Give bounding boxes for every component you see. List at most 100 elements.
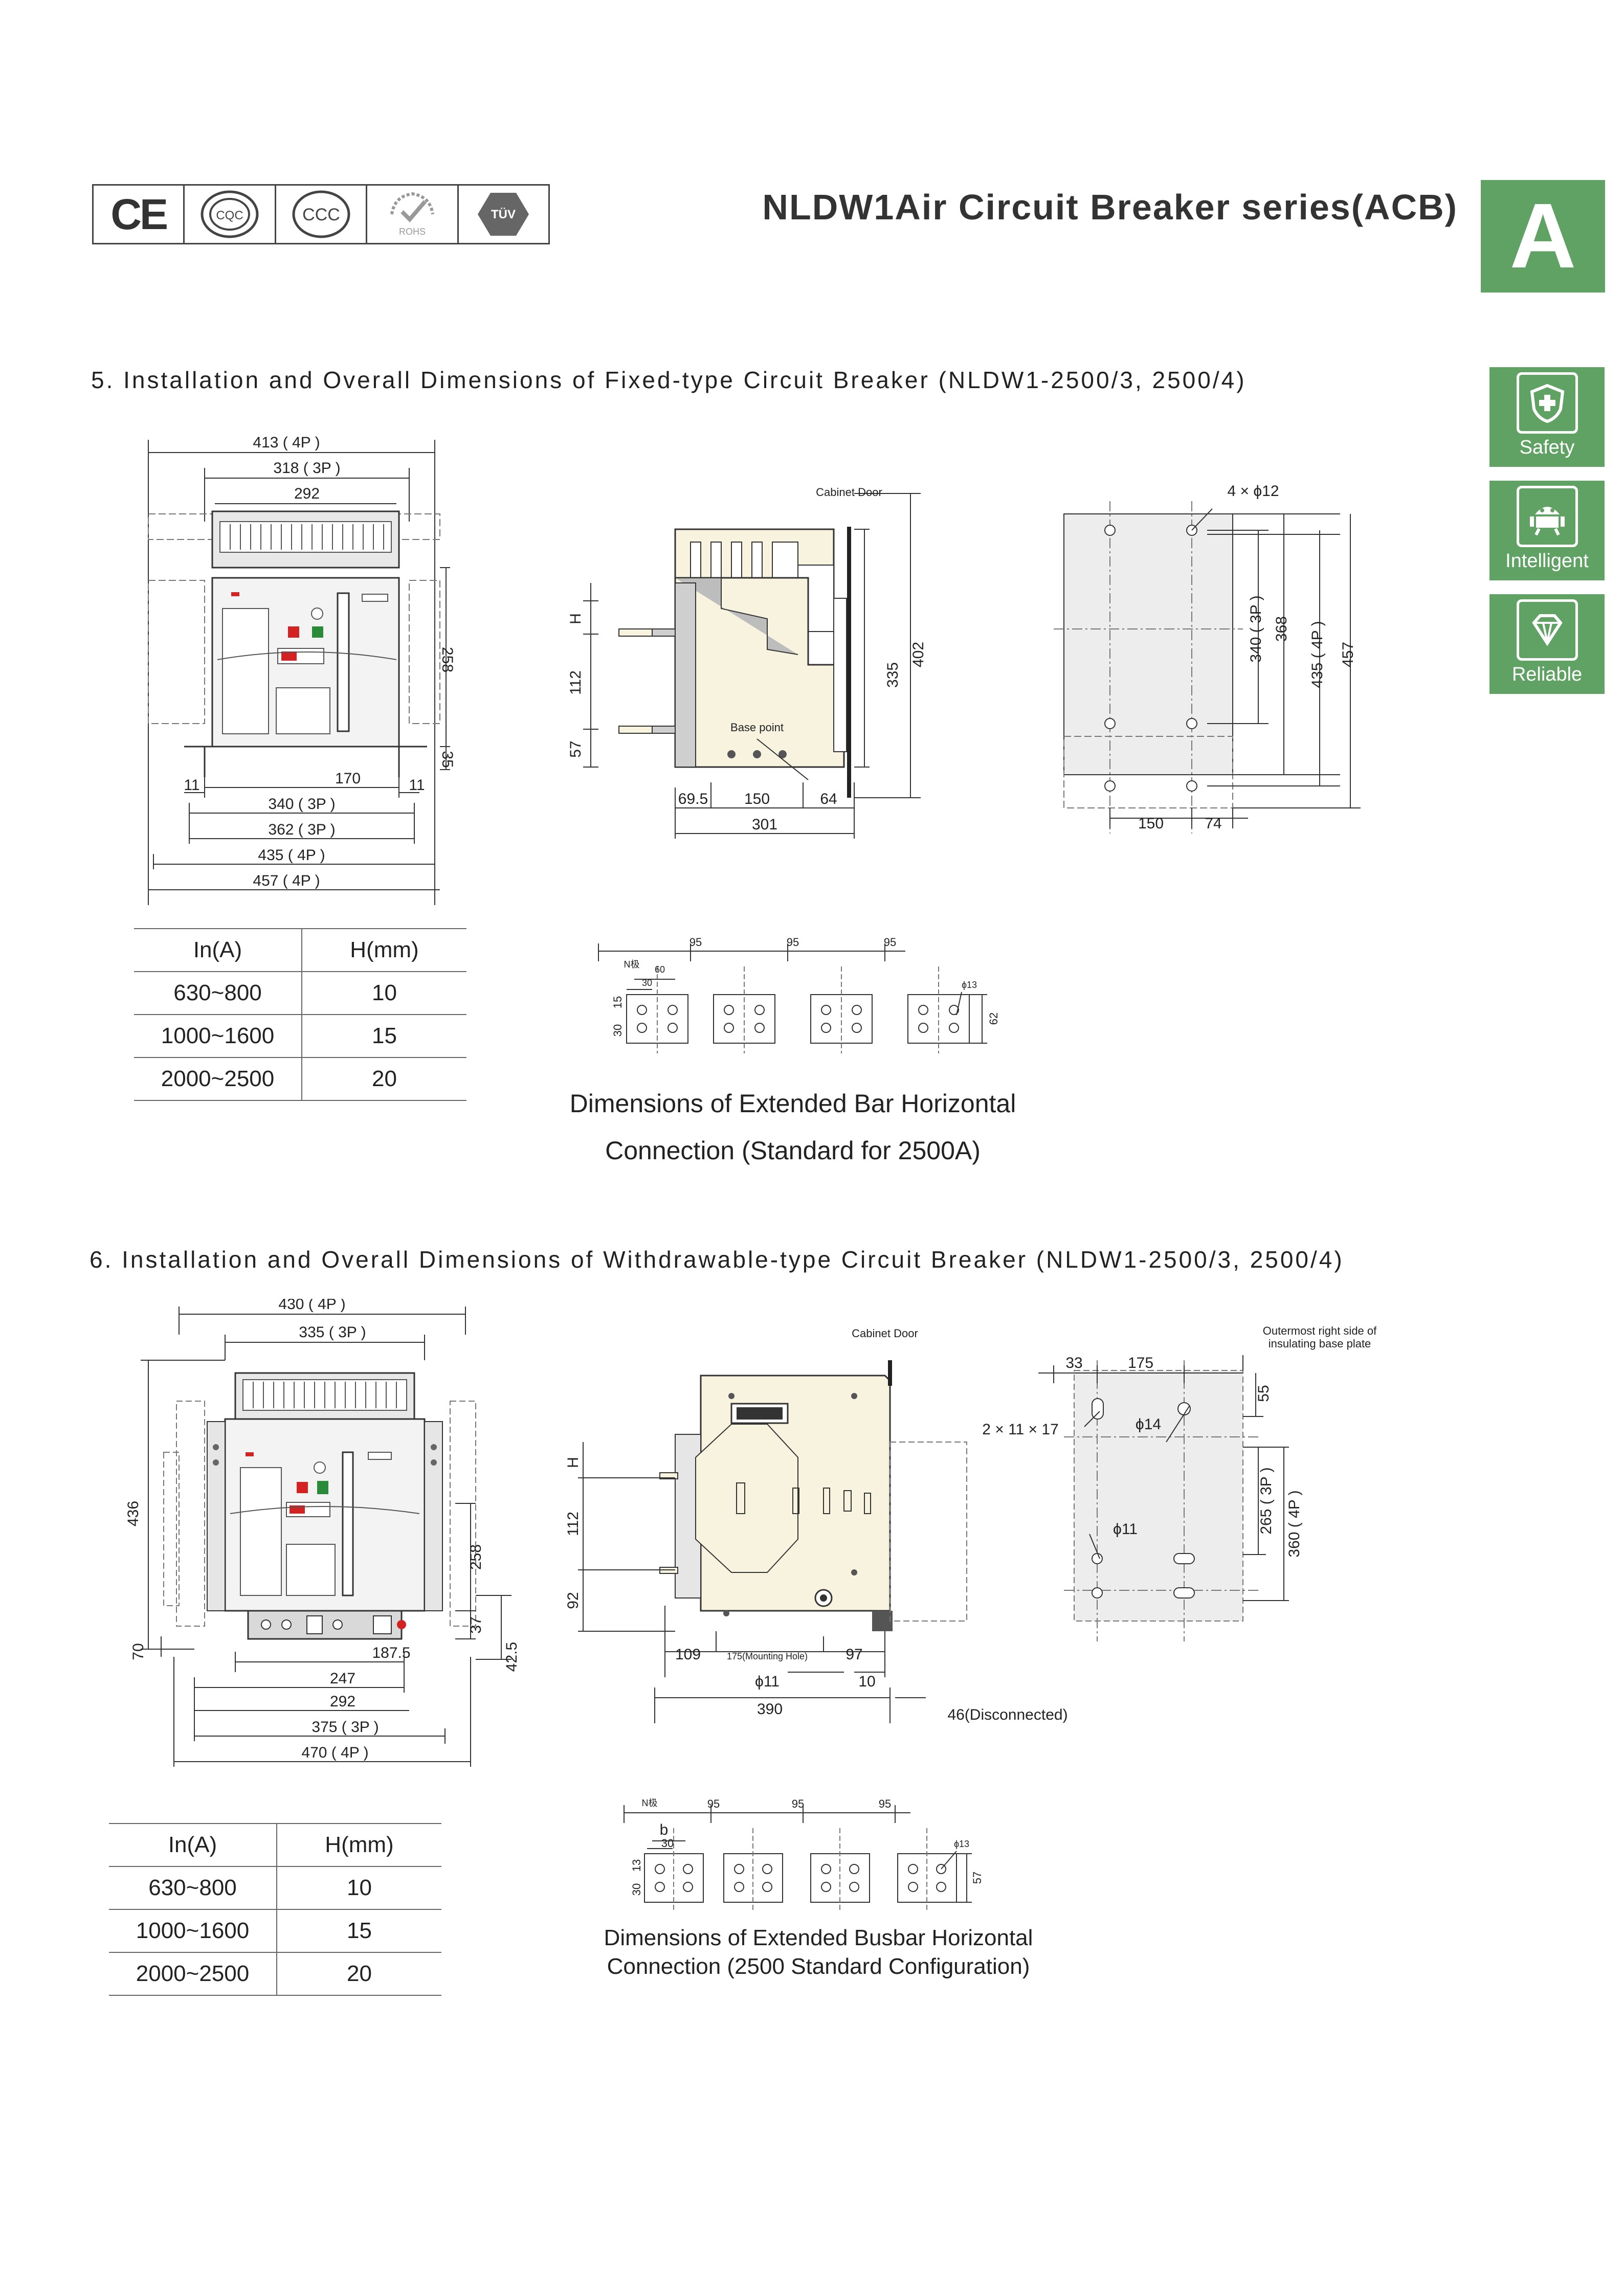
svg-text:258: 258 <box>468 1544 484 1570</box>
shield-plus-icon <box>1516 372 1578 434</box>
svg-text:402: 402 <box>910 642 927 667</box>
svg-text:95: 95 <box>707 1797 720 1810</box>
svg-text:11: 11 <box>409 777 425 794</box>
svg-text:4 × ϕ12: 4 × ϕ12 <box>1227 483 1279 500</box>
svg-text:55: 55 <box>1255 1385 1272 1402</box>
feature-label: Safety <box>1519 437 1575 458</box>
svg-text:301: 301 <box>752 816 777 833</box>
rohs-mark-icon: ROHS <box>367 186 459 243</box>
svg-text:150: 150 <box>1138 815 1164 832</box>
fixed-side-view-drawing: Cabinet Door Base point H 112 57 335 402… <box>567 486 927 839</box>
svg-text:265 ( 3P ): 265 ( 3P ) <box>1258 1467 1275 1534</box>
svg-text:57: 57 <box>567 740 584 757</box>
svg-text:10: 10 <box>858 1673 875 1690</box>
feature-intelligent: Intelligent <box>1489 481 1605 580</box>
svg-text:ϕ14: ϕ14 <box>1136 1416 1161 1433</box>
svg-text:150: 150 <box>744 791 770 807</box>
svg-text:H: H <box>565 1457 582 1468</box>
svg-text:170: 170 <box>335 770 361 787</box>
tuv-mark-icon: TÜV <box>459 186 548 243</box>
caption-line: Dimensions of Extended Bar Horizontal <box>569 1089 1016 1118</box>
withdrawable-busbar-drawing: N极 b 30 95 95 95 30 13 ϕ13 57 <box>624 1797 984 1912</box>
svg-text:95: 95 <box>879 1797 891 1810</box>
svg-text:N极: N极 <box>642 1798 658 1808</box>
svg-text:436: 436 <box>125 1501 142 1526</box>
svg-text:b: b <box>660 1821 669 1838</box>
feature-safety: Safety <box>1489 367 1605 467</box>
table-cell: 1000~1600 <box>109 1909 277 1953</box>
svg-text:N极: N极 <box>624 959 640 970</box>
caption-line: Connection (2500 Standard Configuration) <box>607 1954 1030 1979</box>
svg-text:258: 258 <box>439 647 456 672</box>
svg-text:46(Disconnected): 46(Disconnected) <box>947 1706 1067 1723</box>
svg-text:30: 30 <box>611 1024 624 1037</box>
svg-text:74: 74 <box>1205 815 1221 832</box>
svg-text:187.5: 187.5 <box>372 1645 410 1661</box>
svg-text:60: 60 <box>655 964 665 975</box>
fixed-base-plate-drawing: 4 × ϕ12 340 ( 3P ) 368 435 ( 4P ) 457 15… <box>1054 483 1361 834</box>
svg-text:112: 112 <box>565 1512 582 1536</box>
table-header: H(mm) <box>302 928 466 972</box>
svg-text:64: 64 <box>820 791 837 807</box>
svg-text:368: 368 <box>1273 616 1290 642</box>
svg-text:37: 37 <box>468 1616 484 1633</box>
svg-text:335: 335 <box>884 662 901 688</box>
terminal-slots <box>230 524 384 550</box>
feature-label: Reliable <box>1511 664 1583 685</box>
table-cell: 10 <box>302 971 466 1015</box>
table-cell: 20 <box>277 1952 441 1996</box>
svg-text:430 ( 4P ): 430 ( 4P ) <box>278 1299 345 1313</box>
cqc-mark-icon: CQC <box>185 186 276 243</box>
section-5-title: 5. Installation and Overall Dimensions o… <box>91 367 1247 393</box>
svg-text:335 ( 3P ): 335 ( 3P ) <box>299 1324 366 1341</box>
svg-text:457: 457 <box>1340 642 1356 667</box>
svg-text:95: 95 <box>792 1797 804 1810</box>
svg-text:2 × 11 × 17: 2 × 11 × 17 <box>982 1421 1059 1438</box>
ce-mark-icon: CE <box>94 186 185 243</box>
svg-text:CCC: CCC <box>302 205 340 224</box>
fixed-busbar-caption: Dimensions of Extended Bar Horizontal Co… <box>511 1080 1074 1174</box>
svg-text:ϕ13: ϕ13 <box>954 1839 969 1849</box>
svg-text:Cabinet Door: Cabinet Door <box>816 486 882 499</box>
certification-bar: CE CQC CCC ROHS TÜV <box>92 184 550 244</box>
svg-text:Outermost right side of: Outermost right side of <box>1263 1324 1377 1337</box>
fixed-front-view-drawing: 413 ( 4P ) 318 ( 3P ) 292 258 35 170 11 … <box>148 434 456 905</box>
table-cell: 630~800 <box>109 1866 277 1910</box>
svg-text:Cabinet Door: Cabinet Door <box>852 1327 918 1340</box>
table-cell: 2000~2500 <box>134 1057 302 1101</box>
svg-text:CQC: CQC <box>216 209 243 222</box>
table-cell: 1000~1600 <box>134 1014 302 1058</box>
svg-text:30: 30 <box>630 1883 643 1896</box>
section-letter-badge: A <box>1481 180 1605 292</box>
svg-text:457 ( 4P ): 457 ( 4P ) <box>253 872 320 889</box>
svg-text:95: 95 <box>884 936 896 949</box>
fixed-busbar-drawing: N极 60 30 95 95 95 30 15 ϕ13 62 <box>598 936 1000 1053</box>
svg-text:H: H <box>567 613 584 624</box>
svg-text:Base point: Base point <box>730 721 784 734</box>
feature-label: Intelligent <box>1505 550 1589 572</box>
table-header: In(A) <box>109 1823 277 1867</box>
svg-text:247: 247 <box>330 1670 355 1687</box>
svg-text:95: 95 <box>689 936 702 949</box>
table-cell: 630~800 <box>134 971 302 1015</box>
svg-text:292: 292 <box>330 1693 355 1710</box>
svg-text:175(Mounting Hole): 175(Mounting Hole) <box>727 1651 808 1661</box>
series-title: NLDW1Air Circuit Breaker series(ACB) <box>762 187 1458 227</box>
svg-text:362 ( 3P ): 362 ( 3P ) <box>268 821 335 838</box>
svg-text:ROHS: ROHS <box>399 227 426 237</box>
svg-text:95: 95 <box>787 936 799 949</box>
withdrawable-busbar-caption: Dimensions of Extended Busbar Horizontal… <box>537 1924 1100 1981</box>
svg-text:35: 35 <box>439 751 456 768</box>
table-header-row: In(A)H(mm) <box>134 928 466 972</box>
svg-text:15: 15 <box>611 996 624 1008</box>
svg-text:69.5: 69.5 <box>678 791 708 807</box>
table-cell: 15 <box>302 1014 466 1058</box>
svg-text:30: 30 <box>661 1837 674 1850</box>
table-cell: 10 <box>277 1866 441 1910</box>
diamond-icon <box>1516 599 1578 661</box>
